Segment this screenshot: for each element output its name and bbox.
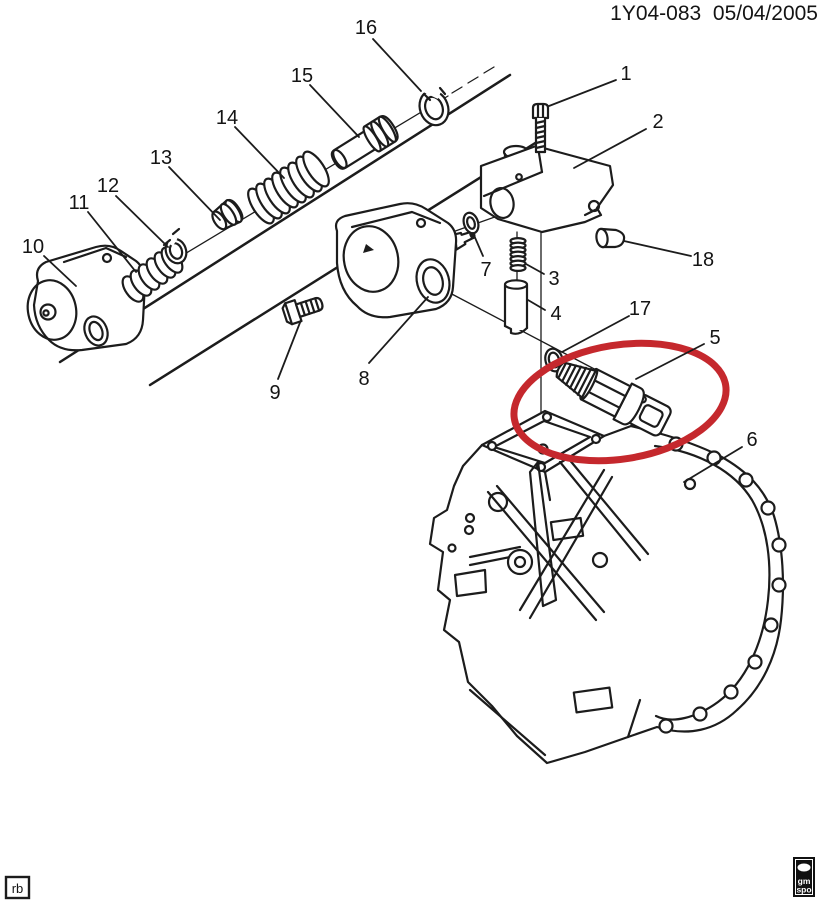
callout-14: 14 bbox=[216, 107, 238, 129]
leader-line-7 bbox=[472, 232, 484, 257]
leader-line-10 bbox=[43, 255, 77, 287]
part-7-washer bbox=[462, 211, 480, 235]
part-8-housing bbox=[334, 202, 476, 319]
callout-6: 6 bbox=[746, 429, 757, 451]
callout-11: 11 bbox=[69, 192, 90, 214]
highlight-ellipse bbox=[510, 339, 730, 465]
leader-line-18 bbox=[623, 240, 692, 257]
callout-17: 17 bbox=[629, 298, 651, 320]
corner-mark-rb-text: rb bbox=[12, 881, 24, 896]
gm-spo-logo-oval bbox=[797, 863, 811, 872]
callout-1: 1 bbox=[620, 63, 631, 85]
leader-line-3 bbox=[525, 263, 545, 275]
gm-spo-logo-line1: gm bbox=[798, 876, 811, 886]
part-15-plunger bbox=[330, 115, 399, 170]
callout-15: 15 bbox=[291, 65, 313, 87]
part-1-bolt bbox=[531, 102, 550, 154]
leader-line-14 bbox=[234, 126, 285, 179]
part-9-bolt bbox=[281, 296, 324, 326]
leader-line-15 bbox=[309, 84, 360, 138]
callout-4: 4 bbox=[550, 303, 561, 325]
callout-18: 18 bbox=[692, 249, 714, 271]
callout-16: 16 bbox=[355, 17, 377, 39]
callout-3: 3 bbox=[548, 268, 559, 290]
gm-spo-logo-line2: spo bbox=[796, 885, 811, 895]
part-3-spring bbox=[509, 237, 527, 273]
callout-7: 7 bbox=[480, 259, 491, 281]
leader-line-4 bbox=[527, 299, 546, 311]
leader-line-2 bbox=[573, 128, 647, 169]
part-4-pin bbox=[503, 279, 529, 335]
callout-labels: 1 2 3 4 5 6 7 8 9 10 11 12 13 14 15 16 1… bbox=[22, 17, 758, 451]
callout-10: 10 bbox=[22, 236, 44, 258]
corner-mark-rb: rb bbox=[4, 875, 31, 900]
part-2-cover bbox=[479, 144, 615, 234]
part-12-snap-ring bbox=[161, 227, 188, 265]
header-plate-code: 1Y04-083 05/04/2005 bbox=[610, 2, 818, 25]
leader-line-9 bbox=[277, 319, 302, 380]
callout-2: 2 bbox=[652, 111, 663, 133]
leader-line-16 bbox=[372, 38, 422, 92]
leader-line-6 bbox=[683, 446, 743, 483]
callout-12: 12 bbox=[97, 175, 119, 197]
part-5-switch bbox=[555, 361, 672, 437]
leader-line-17 bbox=[561, 315, 630, 353]
leader-lines bbox=[43, 38, 743, 483]
leader-line-13 bbox=[168, 166, 221, 221]
gm-spo-logo: gm spo bbox=[793, 857, 815, 897]
leader-line-1 bbox=[548, 79, 617, 107]
callout-8: 8 bbox=[358, 368, 369, 390]
callout-13: 13 bbox=[150, 147, 172, 169]
part-13-plug bbox=[211, 198, 244, 231]
part-18-bushing bbox=[595, 227, 626, 249]
leader-line-5 bbox=[635, 343, 705, 380]
leader-line-12 bbox=[115, 195, 169, 248]
leader-line-11 bbox=[87, 211, 137, 273]
part-16-snap-ring bbox=[418, 82, 450, 127]
callout-5: 5 bbox=[709, 327, 720, 349]
part-14-spring bbox=[247, 150, 330, 225]
callout-9: 9 bbox=[269, 382, 280, 404]
leader-line-8 bbox=[368, 296, 429, 364]
